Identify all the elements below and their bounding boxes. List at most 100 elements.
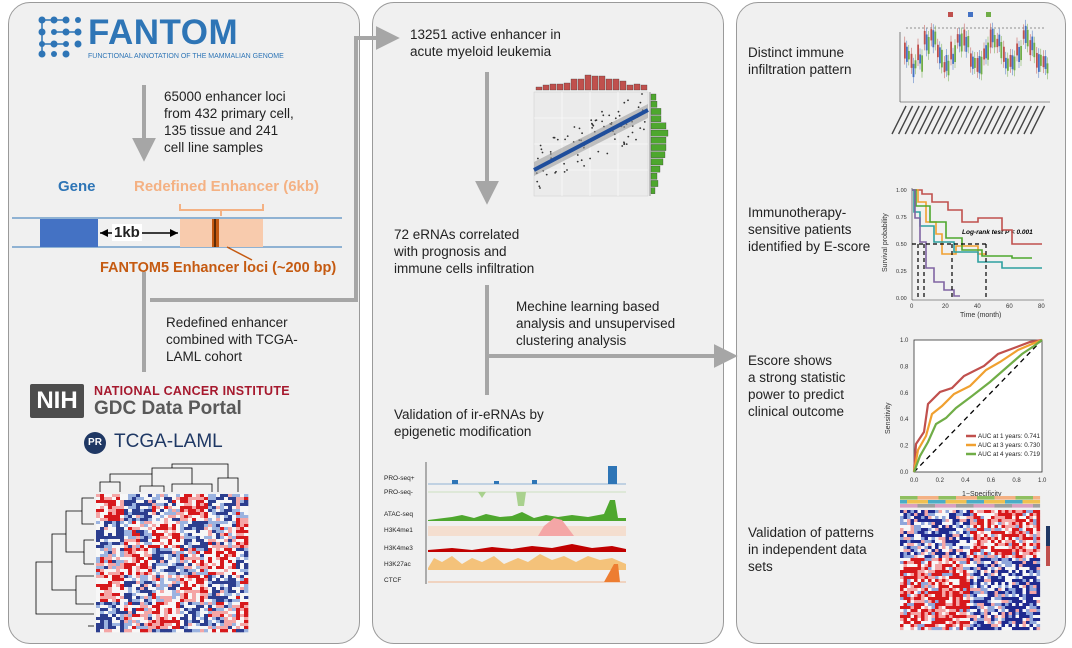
- boxplot-x-tick-labels: [891, 105, 1046, 135]
- boxplot-boxes: [904, 19, 1049, 84]
- svg-text:0.75: 0.75: [896, 215, 907, 221]
- svg-text:0.25: 0.25: [896, 269, 907, 275]
- km-curve-red: [912, 189, 1042, 245]
- immunotherapy-text: Immunotherapy- sensitive patients identi…: [748, 205, 871, 254]
- nih-badge: NIH: [30, 384, 84, 418]
- roc-legend-2: AUC at 4 years: 0.719: [978, 451, 1040, 458]
- arrow-left-to-middle: [150, 26, 400, 302]
- immune-infiltration-text: Distinct immune infiltration pattern: [748, 45, 852, 77]
- svg-text:0.50: 0.50: [896, 242, 907, 248]
- svg-text:0: 0: [910, 304, 914, 310]
- svg-text:0.8: 0.8: [1012, 478, 1021, 484]
- roc-curve-3yr: [912, 338, 1043, 473]
- correlation-scatter-plot: [533, 74, 669, 197]
- km-median-lines: [912, 243, 987, 300]
- track-label-4: H3K4me3: [384, 545, 413, 552]
- fantom-dots-icon: [38, 16, 82, 58]
- gene-enhancer-schematic: [12, 204, 342, 248]
- h3k27ac-track: [428, 554, 626, 570]
- svg-text:1.0: 1.0: [900, 338, 909, 344]
- km-pvalue: Log-rank test P < 0.001: [962, 229, 1033, 236]
- fantom-logo-name: FANTOM: [88, 13, 239, 52]
- gene-label: Gene: [58, 178, 96, 195]
- roc-curve-plot: Sensitivity 0.00.00.20.20.40.40.60.60.80…: [885, 338, 1047, 498]
- svg-text:40: 40: [974, 304, 981, 310]
- boxplot-legend: [948, 12, 991, 17]
- km-x-axis-label: Time (month): [960, 312, 1001, 319]
- svg-text:0.2: 0.2: [936, 478, 945, 484]
- track-label-6: CTCF: [384, 577, 401, 584]
- km-curve-orange: [912, 189, 986, 255]
- h3k4me3-track: [428, 544, 626, 552]
- redefined-enhancer-label: Redefined Enhancer (6kb): [134, 178, 320, 195]
- pr-badge: PR: [84, 432, 106, 454]
- gene-box: [40, 219, 98, 247]
- escore-text: Escore shows a strong statistic power to…: [748, 353, 846, 419]
- validation-heatmap: [900, 496, 1050, 631]
- track-label-2: ATAC-seq: [384, 511, 413, 518]
- nci-name: NATIONAL CANCER INSTITUTE: [94, 384, 290, 398]
- immune-infiltration-boxplot: [891, 12, 1050, 135]
- svg-text:0.8: 0.8: [900, 364, 909, 370]
- h3k4me1-track: [428, 518, 626, 536]
- svg-text:0.4: 0.4: [900, 417, 909, 423]
- loci-pointer: [226, 246, 253, 261]
- track-label-1: PRO-seq-: [384, 489, 413, 496]
- roc-y-axis-label: Sensitivity: [885, 402, 892, 434]
- roc-legend-0: AUC at 1 years: 0.741: [978, 433, 1040, 440]
- km-x-ticks: 0 20 40 60 80: [910, 304, 1045, 310]
- km-curve-green: [912, 189, 1032, 259]
- track-label-3: H3K4me1: [384, 527, 413, 534]
- erna-correlated-text: 72 eRNAs correlated with prognosis and i…: [394, 227, 535, 276]
- svg-text:80: 80: [1038, 304, 1045, 310]
- svg-text:60: 60: [1006, 304, 1013, 310]
- left-dendrogram: [35, 497, 94, 627]
- atac-seq-track: [428, 500, 626, 521]
- ctcf-track: [428, 564, 626, 583]
- epigenetic-tracks: PRO-seq+ PRO-seq- ATAC-seqH3K4me1H3K4me3H3…: [384, 462, 626, 584]
- track-label-0: PRO-seq+: [384, 475, 415, 482]
- enhancer-loci-text: 65000 enhancer loci from 432 primary cel…: [164, 89, 294, 155]
- right-marginal-histogram: [650, 93, 669, 194]
- roc-legend-1: AUC at 3 years: 0.730: [978, 442, 1040, 449]
- svg-text:0.6: 0.6: [900, 391, 909, 397]
- roc-diagonal: [913, 339, 1043, 473]
- fantom-logo-tagline: FUNCTIONAL ANNOTATION OF THE MAMMALIAN G…: [88, 53, 284, 60]
- annotation-bars: [900, 496, 1041, 508]
- roc-ticks: 0.00.0 0.2 0.2 0.4 0.4 0.6 0.6 0.8 0.8 1.0 1.0: [900, 338, 1047, 484]
- combined-cohort-text: Redefined enhancer combined with TCGA- L…: [166, 315, 298, 364]
- svg-text:0.2: 0.2: [900, 444, 909, 450]
- gdc-portal-name: GDC Data Portal: [94, 398, 242, 419]
- machine-learning-text: Mechine learning based analysis and unsu…: [516, 299, 676, 348]
- heatmap-cells: [900, 510, 1041, 631]
- svg-text:20: 20: [942, 304, 949, 310]
- heatmap-cells: [96, 494, 249, 633]
- active-enhancer-text: 13251 active enhancer in acute myeloid l…: [410, 27, 561, 59]
- top-marginal-histogram: [535, 74, 648, 91]
- roc-curve-1yr: [912, 338, 1043, 473]
- top-dendrogram: [99, 463, 239, 492]
- validation-epigenetic-text: Validation of ir-eRNAs by epigenetic mod…: [394, 407, 544, 439]
- track-label-5: H3K27ac: [384, 561, 411, 568]
- roc-x-axis-label: 1−Specificity: [962, 491, 1002, 498]
- validation-patterns-text: Validation of patterns in independent da…: [748, 525, 874, 574]
- enhancer-box: [180, 219, 263, 247]
- clustered-heatmap: [35, 463, 249, 633]
- kaplan-meier-plot: Survival probability 1.00 0.75 0.50 0.25 0.0…: [882, 188, 1045, 319]
- svg-text:1.00: 1.00: [896, 188, 907, 194]
- pro-seq-minus-track: [428, 491, 626, 506]
- svg-text:0.0: 0.0: [900, 470, 909, 476]
- km-y-axis-label: Survival probability: [882, 213, 889, 272]
- roc-curve-4yr: [912, 339, 1043, 473]
- svg-text:0.0: 0.0: [910, 478, 919, 484]
- svg-text:1.0: 1.0: [1038, 478, 1047, 484]
- svg-text:0.00: 0.00: [896, 296, 907, 302]
- regression-line: [533, 108, 649, 172]
- km-y-ticks: 1.00 0.75 0.50 0.25 0.00: [896, 188, 907, 302]
- distance-label: 1kb: [112, 224, 142, 241]
- svg-text:0.4: 0.4: [961, 478, 970, 484]
- svg-text:0.6: 0.6: [987, 478, 996, 484]
- fantom5-loci-label: FANTOM5 Enhancer loci (~200 bp): [100, 260, 337, 276]
